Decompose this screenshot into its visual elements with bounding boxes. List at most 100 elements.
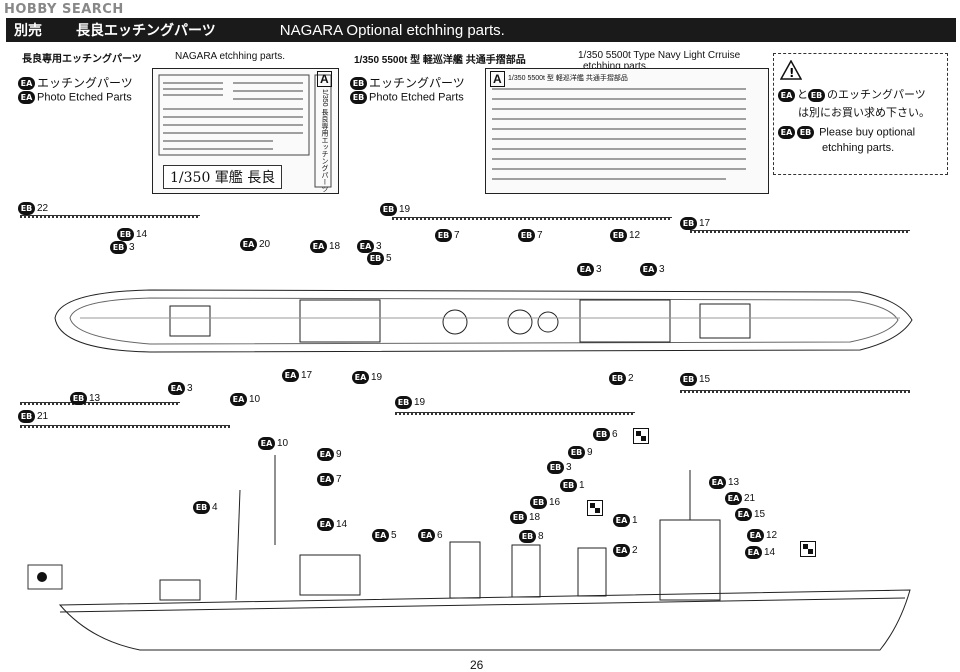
callout-number: 5 [391, 530, 397, 542]
rail-eb15 [680, 390, 910, 393]
sheet2-caption-en1: 1/350 5500t Type Navy Light Crruise [578, 50, 741, 61]
signal-flag-icon [800, 541, 816, 557]
callout-number: 22 [37, 203, 49, 215]
callout-number: 19 [399, 204, 411, 216]
sheet2-caption-jp: 1/350 5500t 型 軽巡洋艦 共通手摺部品 [354, 55, 526, 66]
ea-badge-icon: EA [168, 382, 185, 395]
eb-badge-icon: EB [519, 530, 536, 543]
sheet1-brand-logo: A [317, 71, 332, 87]
eb-badge-icon: EB [18, 410, 35, 423]
rising-sun-flag-icon [27, 564, 63, 590]
callout-number: 12 [766, 530, 778, 542]
callout-number: 1 [632, 515, 638, 527]
warning-triangle-icon: ! [780, 60, 802, 80]
eb-badge-icon: EB [680, 373, 697, 386]
rail-eb19-top [392, 217, 672, 220]
page-header: 別売 長良エッチングパーツ NAGARA Optional etchhing p… [6, 18, 956, 42]
ea-badge-icon: EA [352, 371, 369, 384]
sheet2-caption-en2: etchhing parts. [583, 61, 649, 72]
eb-badge-icon: EB [518, 229, 535, 242]
sheet1-fret: 1/350 軍艦 長良 1/350 長良専用エッチングパーツ A [152, 68, 339, 194]
rail-eb22 [20, 215, 200, 218]
eb-badge-icon: EB [510, 511, 527, 524]
eb-badge-icon: EB [367, 252, 384, 265]
rail-eb13 [20, 402, 180, 405]
callout-number: 16 [549, 497, 561, 509]
eb-badge-icon: EB [395, 396, 412, 409]
page-number: 26 [470, 658, 484, 672]
eb-badge-icon: EB [350, 77, 367, 91]
callout-number: 14 [336, 519, 348, 531]
ea-badge-icon: EA [709, 476, 726, 489]
callout-number: 17 [301, 370, 313, 382]
eb-badge-icon: EB [808, 88, 825, 102]
ea-badge-icon: EA [747, 529, 764, 542]
ea-badge-icon: EA [725, 492, 742, 505]
callout-number: 3 [376, 241, 382, 253]
ea-badge-icon: EA [778, 88, 795, 102]
callout-number: 7 [454, 230, 460, 242]
rail-eb21 [20, 425, 230, 428]
header-left: 別売 [14, 23, 42, 39]
callout-number: 9 [336, 449, 342, 461]
callout-number: 17 [699, 218, 711, 230]
eb-badge-icon: EB [70, 392, 87, 405]
ea-badge-icon: EA [735, 508, 752, 521]
callout-number: 1 [579, 480, 585, 492]
callout-number: 10 [277, 438, 289, 450]
header-title-jp: 長良エッチングパーツ [76, 23, 216, 39]
eb-badge-icon: EB [193, 501, 210, 514]
ea-badge-icon: EA [258, 437, 275, 450]
sheet2-fret-drawing [492, 88, 746, 180]
eb-badge-icon: EB [797, 126, 814, 139]
callout-number: 9 [587, 447, 593, 459]
ea-badge-icon: EA [18, 77, 35, 91]
sheet1-caption-jp: 長良専用エッチングパーツ [22, 54, 142, 65]
callout-number: 12 [629, 230, 641, 242]
callout-number: 13 [89, 393, 101, 405]
signal-flag-icon [633, 428, 649, 444]
ea-badge-icon: EA [317, 518, 334, 531]
callout-number: 7 [537, 230, 543, 242]
callout-number: 3 [187, 383, 193, 395]
callout-number: 10 [249, 394, 261, 406]
rail-eb19-bottom [395, 412, 635, 415]
ea-badge-icon: EA [613, 544, 630, 557]
ea-badge-icon: EA [240, 238, 257, 251]
ea-badge-icon: EA [357, 240, 374, 253]
callout-number: 19 [371, 372, 383, 384]
eb-badge-icon: EB [680, 217, 697, 230]
callout-number: 21 [37, 411, 49, 423]
callout-number: 2 [632, 545, 638, 557]
callout-number: 18 [529, 512, 541, 524]
callout-number: 20 [259, 239, 271, 251]
